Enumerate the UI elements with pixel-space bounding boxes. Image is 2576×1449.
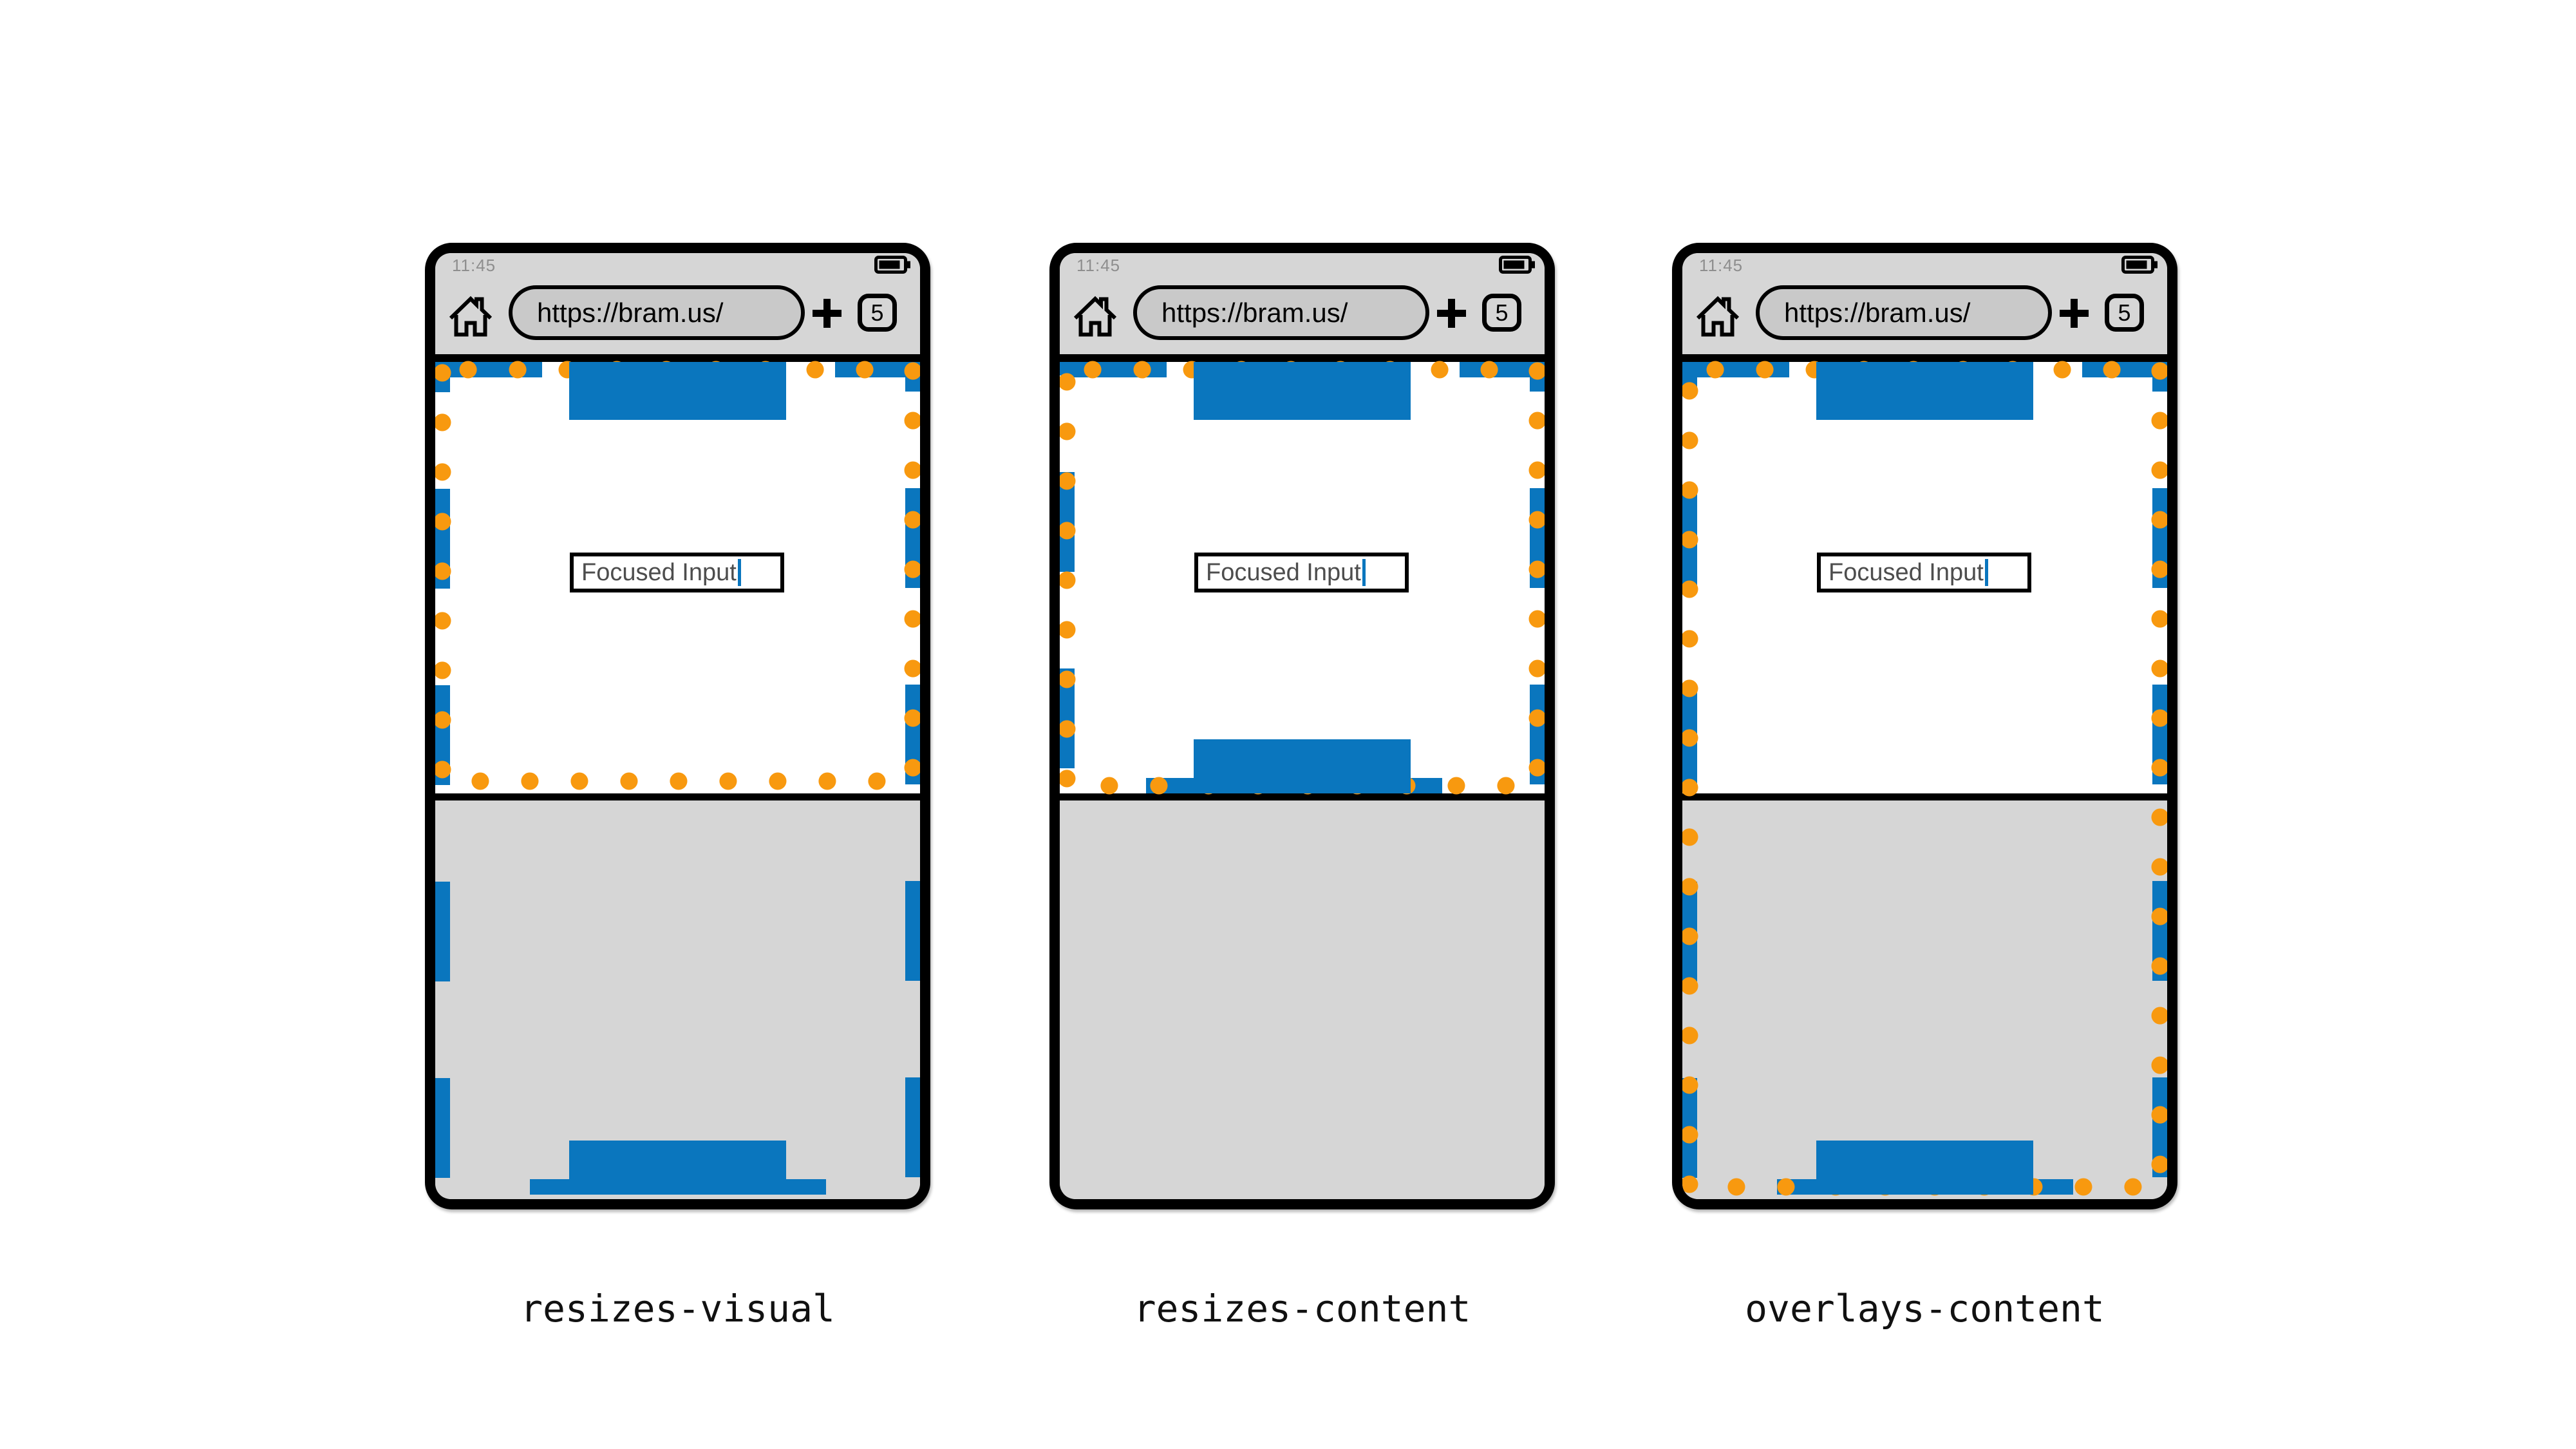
text-caret: [737, 559, 741, 586]
new-tab-button[interactable]: [1437, 299, 1466, 331]
virtual-keyboard: [435, 800, 920, 1199]
fixed-footer-bar: [1194, 739, 1411, 793]
phone-frame: 11:45 https://bram.us/ 5: [1672, 243, 2177, 1209]
tab-count: 5: [2118, 299, 2131, 326]
battery-icon: [1499, 256, 1536, 277]
url-bar[interactable]: https://bram.us/: [1756, 285, 2052, 340]
keyboard-divider: [1682, 793, 2167, 800]
visual-viewport-border: [435, 361, 920, 790]
plus-icon: [2060, 299, 2089, 328]
virtual-keyboard: [1682, 800, 2167, 1199]
url-text: https://bram.us/: [537, 297, 724, 328]
status-toolbar-area: 11:45 https://bram.us/ 5: [1682, 253, 2167, 354]
phone-screen: 11:45 https://bram.us/ 5: [435, 253, 920, 1199]
phone-label: resizes-visual: [520, 1287, 835, 1331]
toolbar-divider: [1682, 354, 2167, 362]
new-tab-button[interactable]: [813, 299, 841, 331]
phone-label: overlays-content: [1745, 1287, 2105, 1331]
home-icon: [449, 296, 493, 337]
clock-text: 11:45: [1076, 256, 1121, 275]
plus-icon: [813, 299, 841, 328]
status-toolbar-area: 11:45 https://bram.us/ 5: [435, 253, 920, 354]
phone-frame: 11:45 https://bram.us/ 5: [425, 243, 930, 1209]
input-value: Focused Input: [1829, 558, 1984, 586]
battery-icon: [874, 256, 912, 277]
tabs-button[interactable]: 5: [1482, 294, 1521, 332]
visual-viewport-border: [1682, 361, 2167, 1196]
focused-input[interactable]: Focused Input: [570, 553, 784, 592]
url-bar[interactable]: https://bram.us/: [1133, 285, 1429, 340]
text-caret: [1984, 559, 1988, 586]
tabs-button[interactable]: 5: [2105, 294, 2144, 332]
fixed-header-bar: [1816, 362, 2033, 420]
home-icon: [1073, 296, 1117, 337]
clock-text: 11:45: [452, 256, 496, 275]
tab-count: 5: [1495, 299, 1509, 326]
layout-viewport-border: [1682, 362, 2167, 1195]
url-text: https://bram.us/: [1161, 297, 1348, 328]
virtual-keyboard: [1060, 800, 1545, 1199]
phone-label: resizes-content: [1133, 1287, 1471, 1331]
toolbar-divider: [435, 354, 920, 362]
keyboard-divider: [1060, 793, 1545, 800]
text-caret: [1362, 559, 1366, 586]
toolbar-divider: [1060, 354, 1545, 362]
phone-screen: 11:45 https://bram.us/ 5: [1060, 253, 1545, 1199]
url-text: https://bram.us/: [1784, 297, 1971, 328]
clock-text: 11:45: [1699, 256, 1744, 275]
tab-count: 5: [870, 299, 884, 326]
fixed-footer-bar: [1816, 1141, 2033, 1195]
home-icon: [1696, 296, 1740, 337]
input-value: Focused Input: [1206, 558, 1361, 586]
focused-input[interactable]: Focused Input: [1817, 553, 2031, 592]
home-button[interactable]: [1695, 294, 1741, 340]
status-toolbar-area: 11:45 https://bram.us/ 5: [1060, 253, 1545, 354]
phone-screen: 11:45 https://bram.us/ 5: [1682, 253, 2167, 1199]
home-button[interactable]: [1072, 294, 1118, 340]
fixed-header-bar: [569, 362, 786, 420]
fixed-footer-bar: [569, 1141, 786, 1195]
home-button[interactable]: [447, 294, 494, 340]
tabs-button[interactable]: 5: [858, 294, 897, 332]
focused-input[interactable]: Focused Input: [1194, 553, 1409, 592]
keyboard-divider: [435, 793, 920, 800]
plus-icon: [1437, 299, 1466, 328]
new-tab-button[interactable]: [2060, 299, 2089, 331]
battery-icon: [2121, 256, 2159, 277]
phone-frame: 11:45 https://bram.us/ 5: [1049, 243, 1555, 1209]
url-bar[interactable]: https://bram.us/: [509, 285, 805, 340]
input-value: Focused Input: [581, 558, 737, 586]
fixed-header-bar: [1194, 362, 1411, 420]
